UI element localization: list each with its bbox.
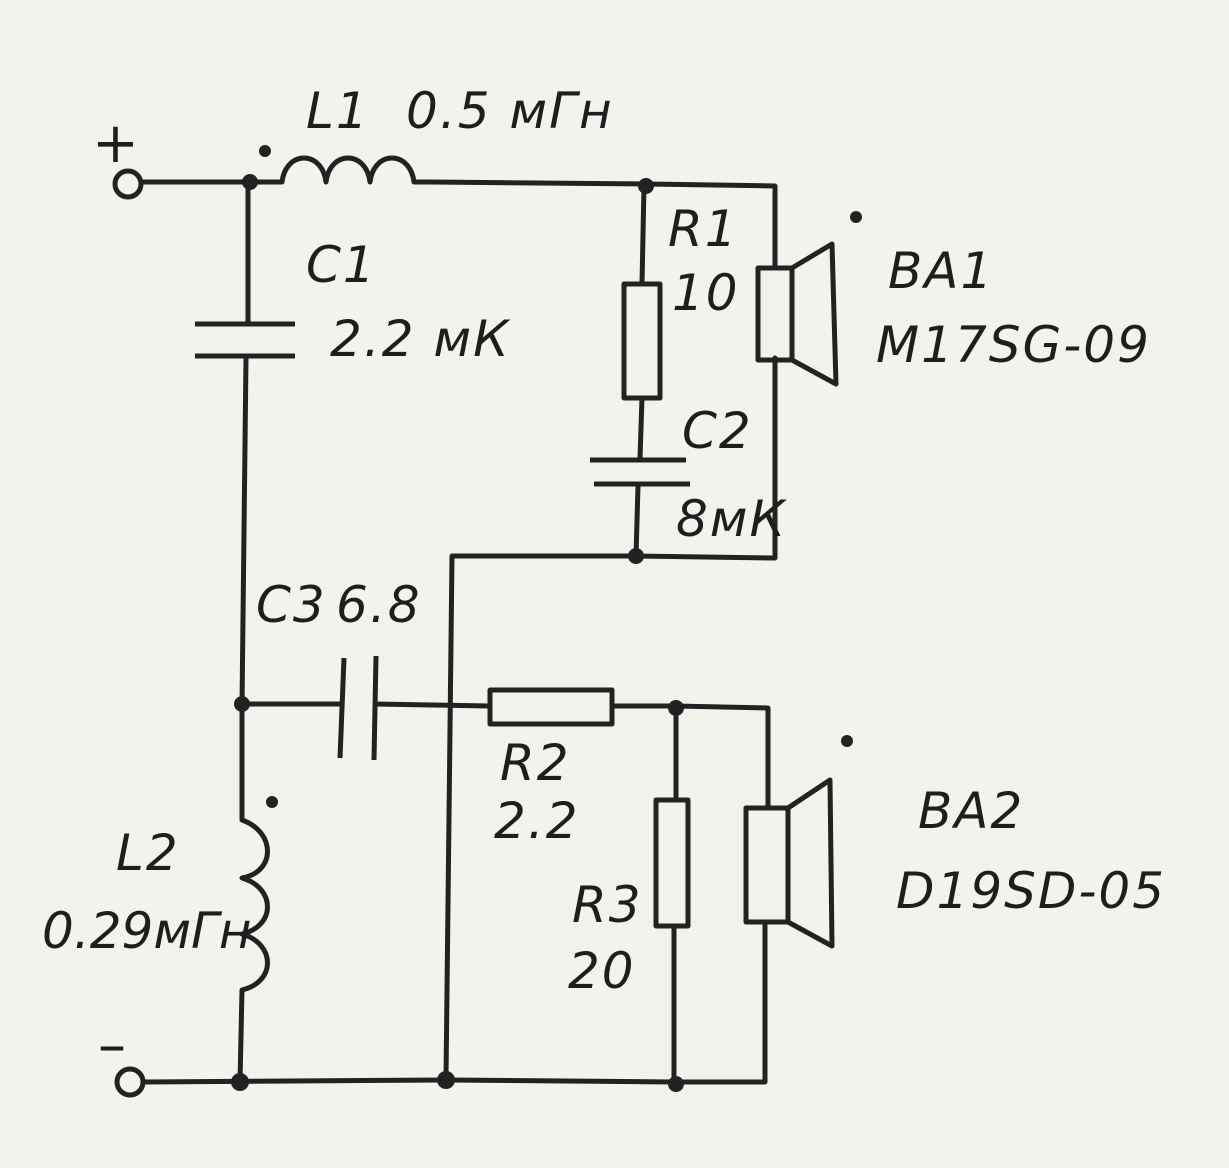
speaker-ba1 xyxy=(755,265,795,363)
minus-sign: – xyxy=(98,1013,128,1078)
ba2-model: D19SD-05 xyxy=(896,862,1167,920)
r3-ref: R3 xyxy=(572,876,643,934)
capacitor-c2 xyxy=(590,457,690,487)
ba2-ref: BA2 xyxy=(918,782,1025,840)
wire-top-rail-right xyxy=(427,179,778,271)
c3-value: 6.8 xyxy=(336,576,422,634)
capacitor-c3 xyxy=(337,655,379,761)
polarity-dot-ba1 xyxy=(850,211,862,223)
wire-r1-c2 xyxy=(637,395,645,461)
junction-bottom-mid xyxy=(437,1071,455,1089)
ba1-ref: BA1 xyxy=(888,242,995,300)
junction-c2-bottom xyxy=(628,548,644,564)
polarity-dot-ba2 xyxy=(841,735,853,747)
junction-c3-left xyxy=(234,696,250,712)
junction-top-right xyxy=(638,178,654,194)
l1-value: 0.5 мГн xyxy=(406,82,614,140)
wire-l2-bottom xyxy=(237,987,245,1085)
c1-value: 2.2 мК xyxy=(330,310,511,368)
speaker-ba2-cone xyxy=(786,777,835,949)
junction-bottom-left xyxy=(231,1073,249,1091)
r1-value: 10 xyxy=(672,264,740,322)
l2-ref: L2 xyxy=(116,824,180,882)
capacitor-c1 xyxy=(195,321,295,359)
c1-ref: C1 xyxy=(306,236,377,294)
resistor-r2 xyxy=(487,687,615,727)
junction-r2-right xyxy=(668,700,684,716)
polarity-dot-l1 xyxy=(259,145,271,157)
c2-ref: C2 xyxy=(682,402,753,460)
plus-sign: + xyxy=(92,111,141,176)
l1-ref: L1 xyxy=(306,82,370,140)
c2-value: 8мК xyxy=(676,490,788,548)
speaker-ba1-cone xyxy=(790,241,839,387)
inductor-l2 xyxy=(239,817,270,993)
r2-ref: R2 xyxy=(500,734,571,792)
wire-c1-bottom xyxy=(239,355,249,823)
speaker-ba2 xyxy=(743,805,791,925)
junction-bottom-right xyxy=(668,1076,684,1092)
wire-r1-top xyxy=(639,183,647,287)
junction-top-left xyxy=(242,174,258,190)
wire-c3-r2 xyxy=(373,701,493,709)
inductor-l1 xyxy=(279,155,430,185)
ba1-model: M17SG-09 xyxy=(876,316,1151,374)
r2-value: 2.2 xyxy=(494,792,580,850)
r3-value: 20 xyxy=(568,942,636,1000)
resistor-r3 xyxy=(653,797,691,929)
polarity-dot-l2 xyxy=(266,796,278,808)
wire-r2-right xyxy=(609,703,771,811)
r1-ref: R1 xyxy=(668,200,739,258)
resistor-r1 xyxy=(621,281,663,401)
c3-ref: C3 xyxy=(256,576,327,634)
wire-c2-bottom xyxy=(633,483,641,559)
l2-value: 0.29мГн xyxy=(42,902,252,960)
